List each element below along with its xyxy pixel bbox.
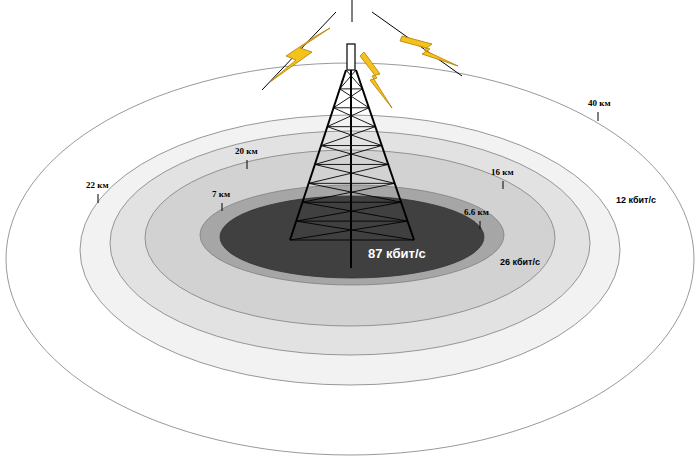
lattice-strut: [309, 183, 395, 184]
lattice-strut: [290, 240, 414, 241]
lattice-strut: [315, 164, 395, 183]
lattice-strut: [290, 221, 408, 240]
lattice-strut: [302, 202, 401, 203]
lattice-strut: [302, 183, 394, 202]
lattice-strut: [302, 202, 407, 221]
distance-label: 7 км: [212, 190, 230, 200]
lightning-bolt: [360, 52, 392, 108]
lattice-strut: [315, 146, 382, 165]
lightning-bolt: [400, 36, 458, 66]
lattice-strut: [309, 164, 389, 183]
tick: [247, 160, 248, 169]
lattice-strut: [315, 164, 388, 165]
lattice-strut: [296, 221, 414, 240]
distance-label: 16 км: [491, 168, 514, 178]
tower-mast: [350, 70, 352, 268]
lattice-strut: [327, 126, 375, 127]
tick: [222, 203, 223, 211]
lattice-strut: [296, 202, 401, 221]
lattice-strut: [327, 108, 369, 127]
bitrate-label: 87 кбит/с: [366, 247, 428, 261]
tower-lattice: [290, 70, 414, 240]
tick: [598, 112, 599, 121]
lattice-strut: [334, 107, 369, 108]
lattice-strut: [321, 145, 382, 146]
bitrate-label: 12 кбит/с: [616, 196, 656, 206]
antenna: [347, 44, 355, 70]
tick: [98, 194, 99, 203]
lattice-strut: [334, 108, 376, 127]
signal-line: [352, 0, 353, 22]
tower: [290, 44, 414, 268]
distance-label: 22 км: [86, 181, 109, 191]
lattice-strut: [309, 183, 401, 202]
distance-label: 40 км: [588, 99, 611, 109]
tower-leg: [356, 70, 414, 240]
lattice-strut: [321, 127, 375, 146]
distance-label: 20 км: [235, 147, 258, 157]
lattice-strut: [340, 89, 369, 108]
lattice-strut: [340, 88, 363, 89]
bitrate-label: 26 кбит/с: [500, 258, 540, 268]
coverage-zones: [6, 63, 694, 455]
tick: [503, 181, 504, 189]
lattice-strut: [340, 70, 356, 89]
tower-leg: [290, 70, 346, 240]
signal-line: [372, 12, 462, 76]
zone-40km: [6, 63, 694, 455]
lattice-strut: [334, 89, 363, 108]
signal-lines: [262, 0, 462, 90]
lattice-strut: [296, 221, 407, 222]
tick-marks: [98, 112, 598, 229]
distance-label: 6.6 км: [464, 208, 489, 218]
lightning-bolt: [270, 28, 330, 82]
lattice-strut: [321, 146, 388, 165]
signal-line: [262, 12, 336, 90]
tick: [480, 221, 481, 229]
lattice-strut: [327, 127, 381, 146]
